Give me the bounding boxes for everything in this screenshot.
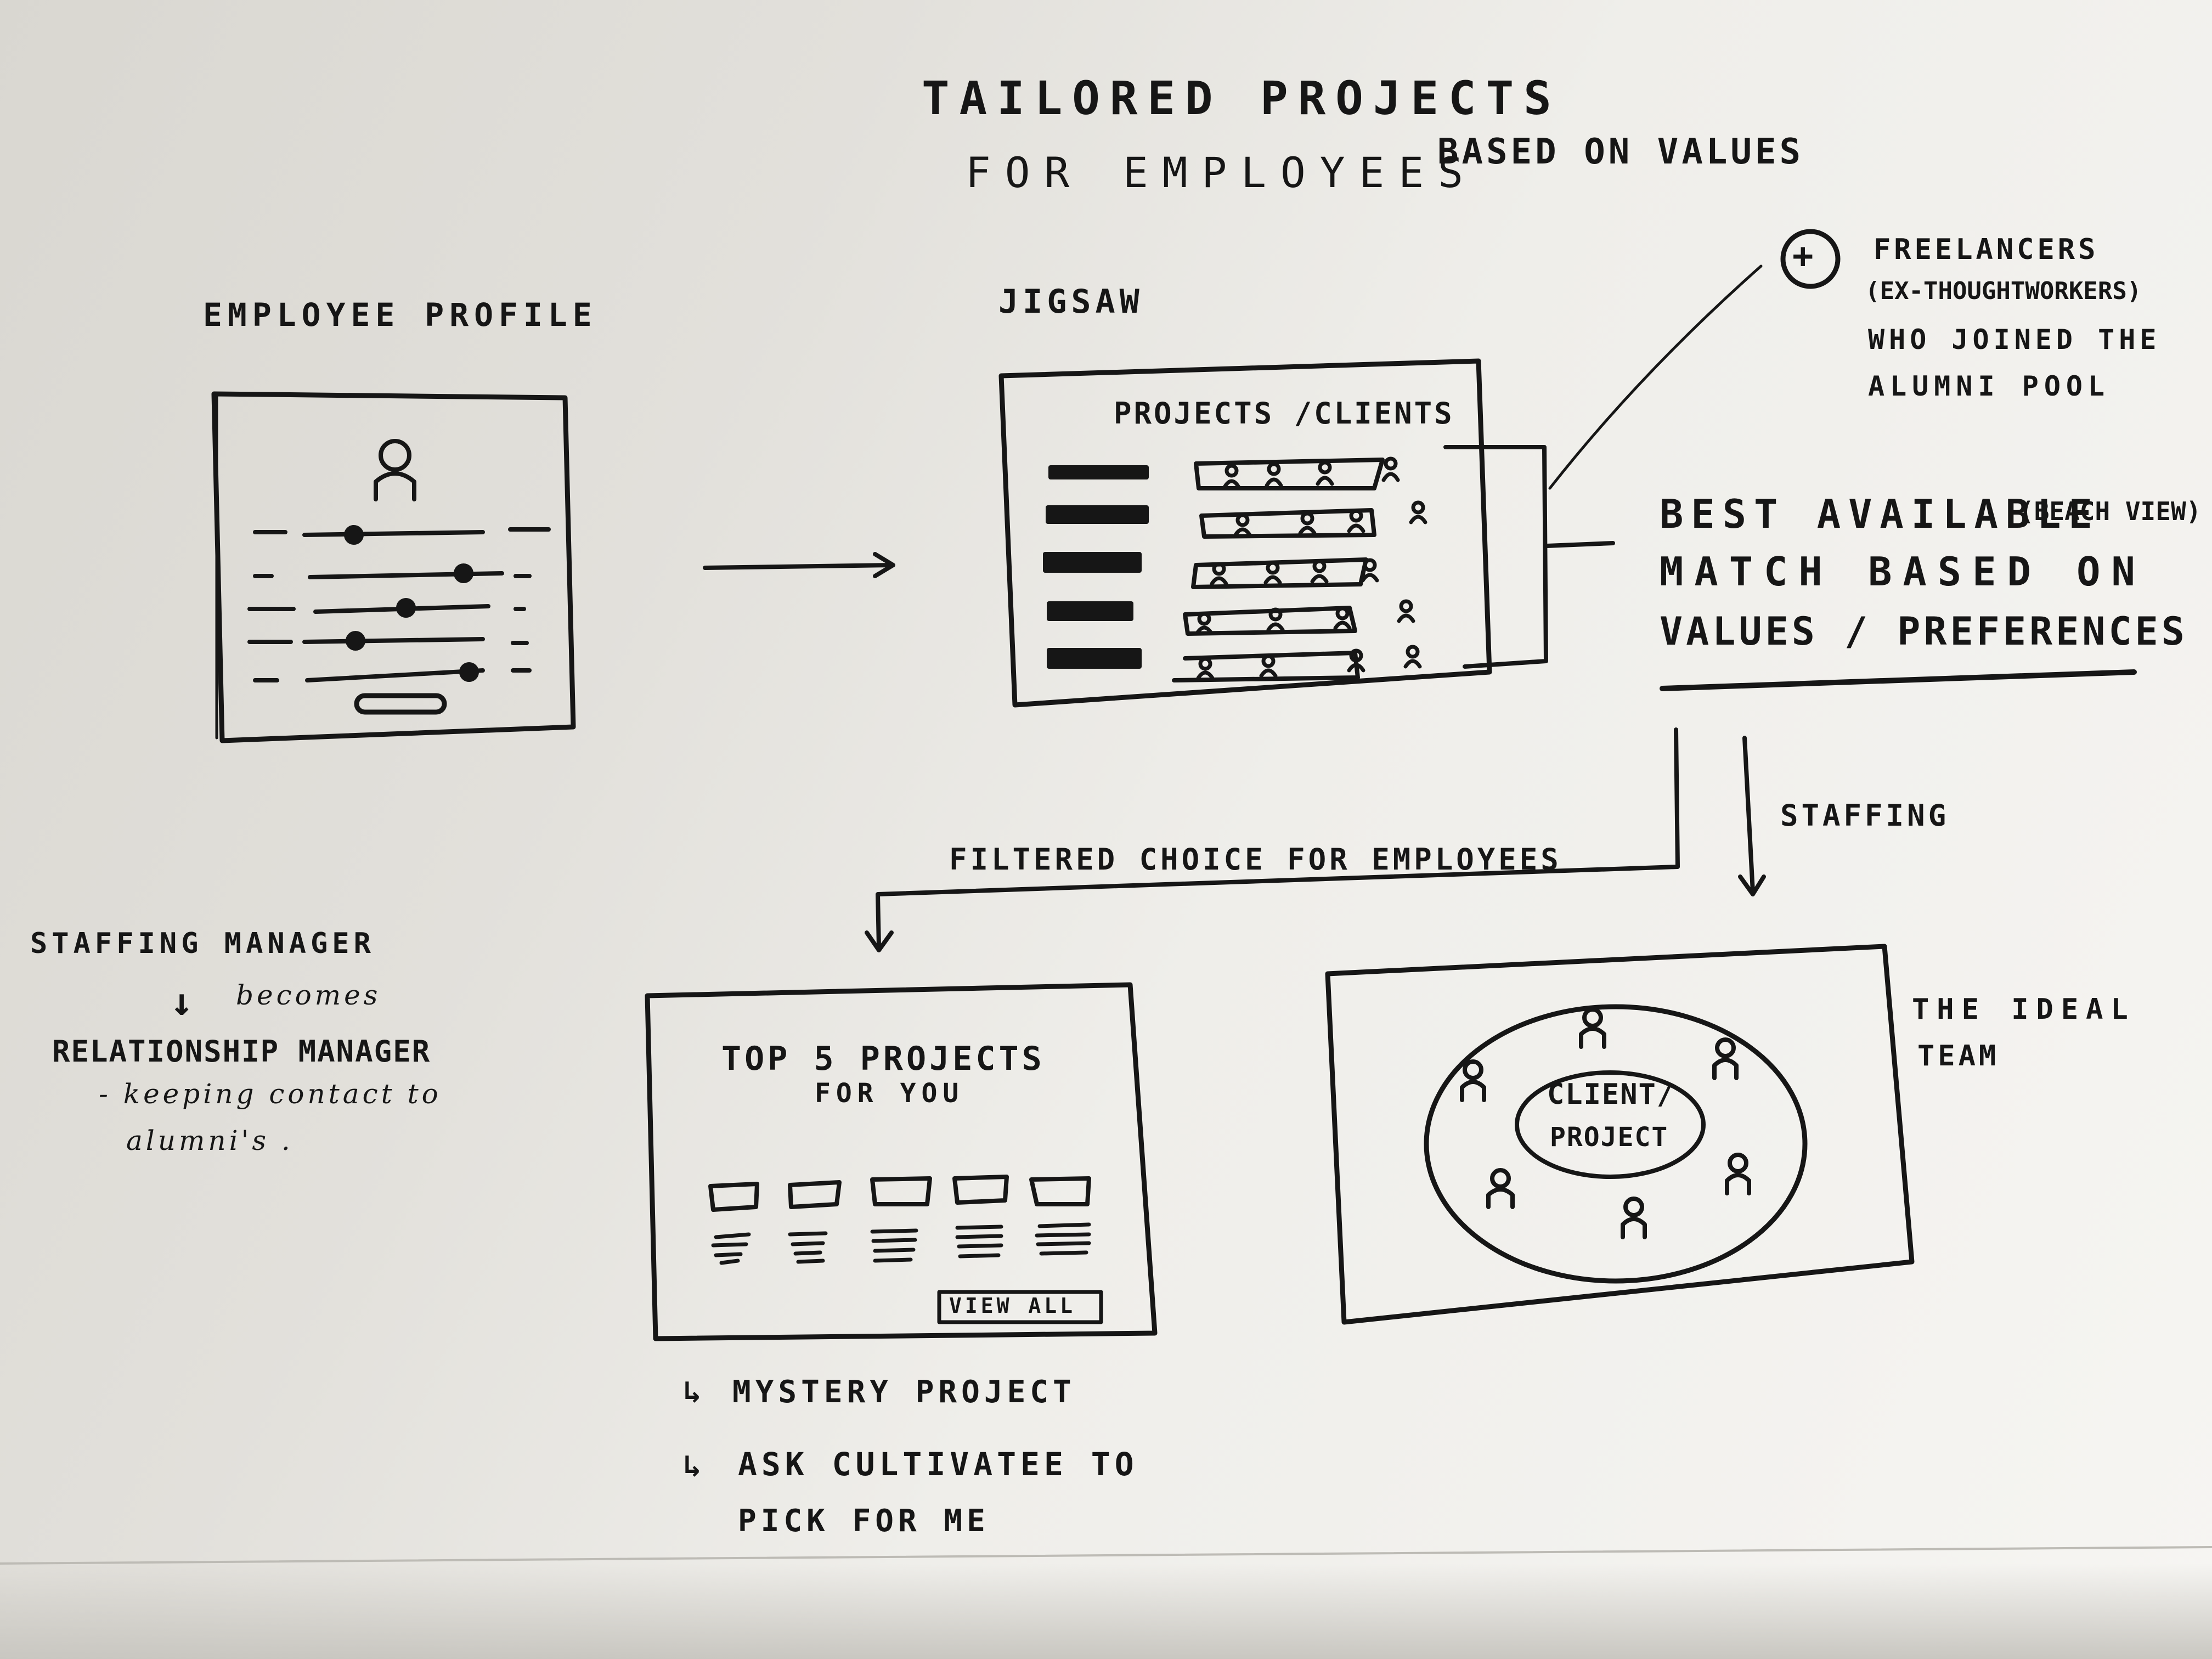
jigsaw-screen-frame (998, 358, 1492, 708)
team-outer-ring (1424, 1004, 1808, 1284)
freelancers-line-1: FREELANCERS (1874, 233, 2099, 266)
ask-cultivatee-note-line-2: PICK FOR ME (738, 1503, 990, 1539)
mystery-project-note: MYSTERY PROJECT (732, 1374, 1076, 1410)
freelancers-line-3: WHO JOINED THE (1868, 324, 2161, 356)
title-line-1: TAILORED PROJECTS (922, 71, 1561, 125)
plus-sign: + (1792, 236, 1814, 276)
filtered-choice-label: FILTERED CHOICE FOR EMPLOYEES (949, 842, 1562, 877)
profile-sliders (247, 525, 551, 682)
top5-title-line-1: TOP 5 PROJECTS (721, 1040, 1045, 1078)
team-client-project-ring (1515, 1070, 1706, 1179)
match-line-1b: (BEACH VIEW) (2019, 496, 2202, 526)
staffing-manager-line-3: RELATIONSHIP MANAGER (52, 1034, 431, 1069)
profile-save-button-shape[interactable] (354, 693, 447, 715)
top5-project-tiles (708, 1175, 1091, 1212)
title-line-2b: BASED ON VALUES (1437, 132, 1804, 172)
jigsaw-rows (1043, 458, 1385, 682)
match-underline (1660, 669, 2137, 691)
top5-card-frame (645, 982, 1158, 1341)
staffing-label: STAFFING (1780, 798, 1950, 833)
team-person-icons (1460, 1007, 1751, 1239)
top5-title-line-2: FOR YOU (815, 1078, 964, 1109)
ask-cultivatee-note: ASK CULTIVATEE TO (738, 1446, 1138, 1483)
team-center-line-1: CLIENT/ (1547, 1078, 1675, 1111)
top5-text-lines (711, 1222, 1091, 1265)
match-line-3: VALUES / PREFERENCES (1660, 609, 2188, 654)
ask-arrow: ↳ (683, 1448, 702, 1484)
employee-profile-label: EMPLOYEE PROFILE (203, 296, 597, 334)
freelancers-line-2: (EX-THOUGHTWORKERS) (1865, 277, 2142, 305)
arrow-staffing (1738, 736, 1766, 896)
view-all-button[interactable] (937, 1290, 1103, 1324)
freelancers-line-4: ALUMNI POOL (1868, 370, 2111, 402)
staffing-manager-line-2: becomes (236, 979, 381, 1011)
title-line-2a: FOR EMPLOYEES (966, 148, 1477, 197)
jigsaw-screen-title: PROJECTS /CLIENTS (1114, 396, 1454, 431)
arrow-filtered-choice (865, 727, 1680, 952)
jigsaw-bracket (1443, 445, 1615, 669)
staffing-manager-arrow: ↓ (170, 979, 194, 1024)
profile-avatar-icon (374, 439, 416, 501)
mystery-arrow: ↳ (683, 1374, 702, 1410)
view-all-button-label[interactable]: VIEW ALL (949, 1294, 1076, 1318)
jigsaw-label: JIGSAW (998, 283, 1144, 321)
staffing-manager-line-4: - keeping contact to (99, 1078, 442, 1110)
ideal-team-label-line-1: THE IDEAL (1912, 993, 2136, 1026)
staffing-manager-line-1: STAFFING MANAGER (30, 927, 375, 960)
employee-profile-frame (211, 391, 576, 743)
match-line-1a: BEST AVAILABLE (1660, 491, 2100, 537)
arrow-profile-to-jigsaw (703, 552, 895, 578)
plus-circle-icon (1780, 229, 1841, 289)
staffing-manager-line-5: alumni's . (126, 1125, 294, 1156)
freelancers-connector (1548, 264, 1763, 490)
paper-edge (0, 1546, 2212, 1565)
ideal-team-frame (1325, 944, 1915, 1325)
paper-edge-shadow (0, 1564, 2212, 1659)
jigsaw-person-icons (1195, 456, 1427, 680)
ideal-team-label-line-2: TEAM (1917, 1040, 2000, 1073)
match-line-2: MATCH BASED ON (1660, 549, 2146, 595)
team-center-line-2: PROJECT (1550, 1122, 1669, 1153)
